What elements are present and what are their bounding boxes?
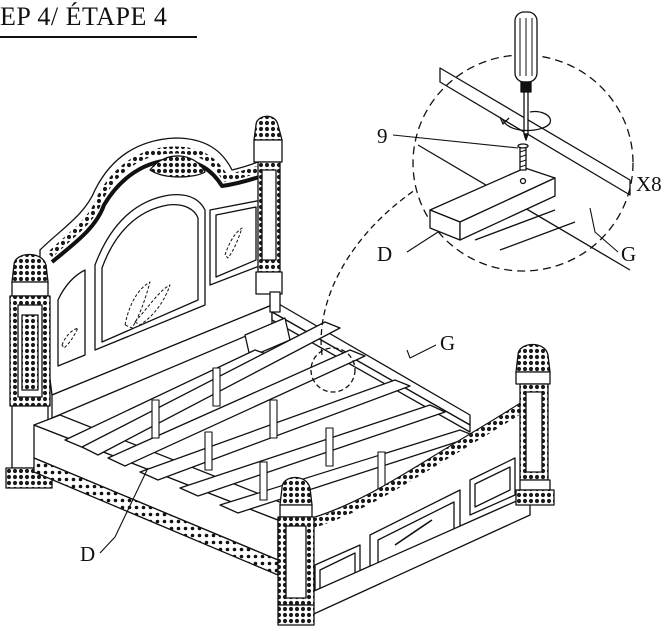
detail-marker-circle <box>310 347 356 393</box>
callout-screw-label: 9 <box>377 124 388 148</box>
callout-slat-detail-label: D <box>377 242 392 266</box>
callout-rail-detail-label: G <box>621 242 636 266</box>
headboard <box>39 137 273 419</box>
callout-leaders <box>99 134 619 554</box>
footboard <box>304 399 531 619</box>
footboard-left-post <box>277 476 315 626</box>
headboard-right-post <box>253 115 283 295</box>
step-title: EP 4/ ÉTAPE 4 <box>0 2 168 31</box>
headboard-left-post <box>5 253 53 489</box>
rotation-arrow-icon <box>499 110 552 132</box>
screwdriver-icon <box>514 11 538 141</box>
callout-slat-main-label: D <box>80 542 95 566</box>
callout-rail-main-label: G <box>440 331 455 355</box>
callout-quantity-label: X8 <box>636 172 662 196</box>
detail-leader-line <box>320 189 416 356</box>
footboard-right-post <box>515 343 555 506</box>
screw-icon <box>517 143 529 171</box>
title-underline <box>0 36 197 38</box>
support-legs <box>151 367 386 501</box>
